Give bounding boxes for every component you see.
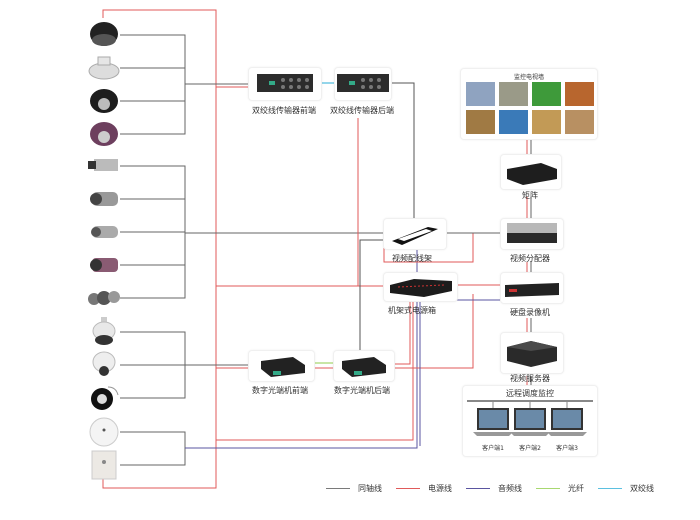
legend-label: 双绞线: [630, 484, 654, 493]
audio-line: [185, 250, 418, 449]
coax-group-3: [120, 331, 248, 399]
speed-dome-camera-icon: [86, 350, 122, 380]
ir-dome-camera-icon: [86, 86, 122, 116]
audio-pickup-icon: [86, 417, 122, 447]
optical-transceiver-back-device[interactable]: [333, 350, 395, 382]
optical-transceiver-back-label: 数字光端机后端: [334, 386, 390, 395]
remote-monitoring-label: 远程调度监控: [506, 389, 554, 398]
matrix-label: 矩阵: [522, 191, 538, 200]
coax-group-2: [120, 165, 383, 299]
speed-dome-camera-icon: [86, 317, 122, 347]
rack-power-box-label: 机架式电源箱: [388, 306, 436, 315]
monitor-screens: [466, 82, 594, 134]
client-label: 客户端2: [519, 445, 541, 452]
legend-label: 光纤: [568, 484, 584, 493]
legend-swatch: [536, 488, 560, 489]
ceiling-dome-camera-icon: [86, 53, 122, 83]
client-label: 客户端3: [556, 445, 578, 452]
video-server-label: 视频服务器: [510, 374, 550, 383]
ptz-camera-icon: [86, 383, 122, 413]
wall-panel-icon: [90, 450, 118, 480]
power-line: [102, 9, 217, 489]
twisted-pair-front-device[interactable]: [248, 67, 322, 101]
video-wall[interactable]: 监控电视墙: [460, 68, 598, 140]
twisted-pair-front-label: 双绞线传输器前端: [252, 106, 316, 115]
bullet-camera-icon: [86, 217, 122, 247]
legend-swatch: [466, 488, 490, 489]
power-line: [216, 300, 414, 441]
bullet-camera-icon: [86, 184, 122, 214]
video-patch-panel-label: 视频配线架: [392, 254, 432, 263]
bullet-camera-icon: [86, 250, 122, 280]
ir-dome-camera-icon: [86, 119, 122, 149]
video-patch-panel-device[interactable]: [383, 218, 447, 250]
twisted-pair-back-device[interactable]: [334, 67, 392, 101]
video-wall-label: 监控电视墙: [513, 74, 545, 81]
coax-line: [389, 82, 415, 222]
legend-item-audio: 音频线: [466, 483, 522, 494]
matrix-device[interactable]: [500, 154, 562, 190]
legend-swatch: [598, 488, 622, 489]
legend-swatch: [326, 488, 350, 489]
optical-transceiver-front-label: 数字光端机前端: [252, 386, 308, 395]
legend-swatch: [396, 488, 420, 489]
coax-group-1: [120, 34, 248, 135]
remote-monitoring-area: 远程调度监控 客户端1 客户端2 客户端3: [462, 385, 598, 457]
audio-device-group: [120, 431, 186, 466]
optical-transceiver-front-device[interactable]: [248, 350, 315, 382]
dvr-device[interactable]: [500, 272, 564, 304]
laptop-icon: [510, 408, 550, 436]
legend-item-coax: 同轴线: [326, 483, 382, 494]
laptop-icon: [473, 408, 513, 436]
legend-item-power: 电源线: [396, 483, 452, 494]
box-camera-icon: [86, 151, 122, 181]
legend-item-fiber: 光纤: [536, 483, 584, 494]
legend: 同轴线 电源线 音频线 光纤 双绞线: [326, 483, 668, 494]
dome-camera-icon: [86, 20, 122, 50]
twisted-pair-back-label: 双绞线传输器后端: [330, 106, 394, 115]
client-label: 客户端1: [482, 445, 504, 452]
legend-label: 同轴线: [358, 484, 382, 493]
video-server-device[interactable]: [500, 332, 564, 374]
laptop-icon: [547, 408, 587, 436]
legend-label: 电源线: [428, 484, 452, 493]
legend-label: 音频线: [498, 484, 522, 493]
rack-power-box-device[interactable]: [383, 272, 458, 302]
bullet-camera-group-icon: [86, 283, 122, 313]
coax-line: [359, 239, 383, 350]
video-splitter-label: 视频分配器: [510, 254, 550, 263]
dvr-label: 硬盘录像机: [510, 308, 550, 317]
legend-item-twisted-pair: 双绞线: [598, 483, 654, 494]
video-splitter-device[interactable]: [500, 218, 564, 250]
